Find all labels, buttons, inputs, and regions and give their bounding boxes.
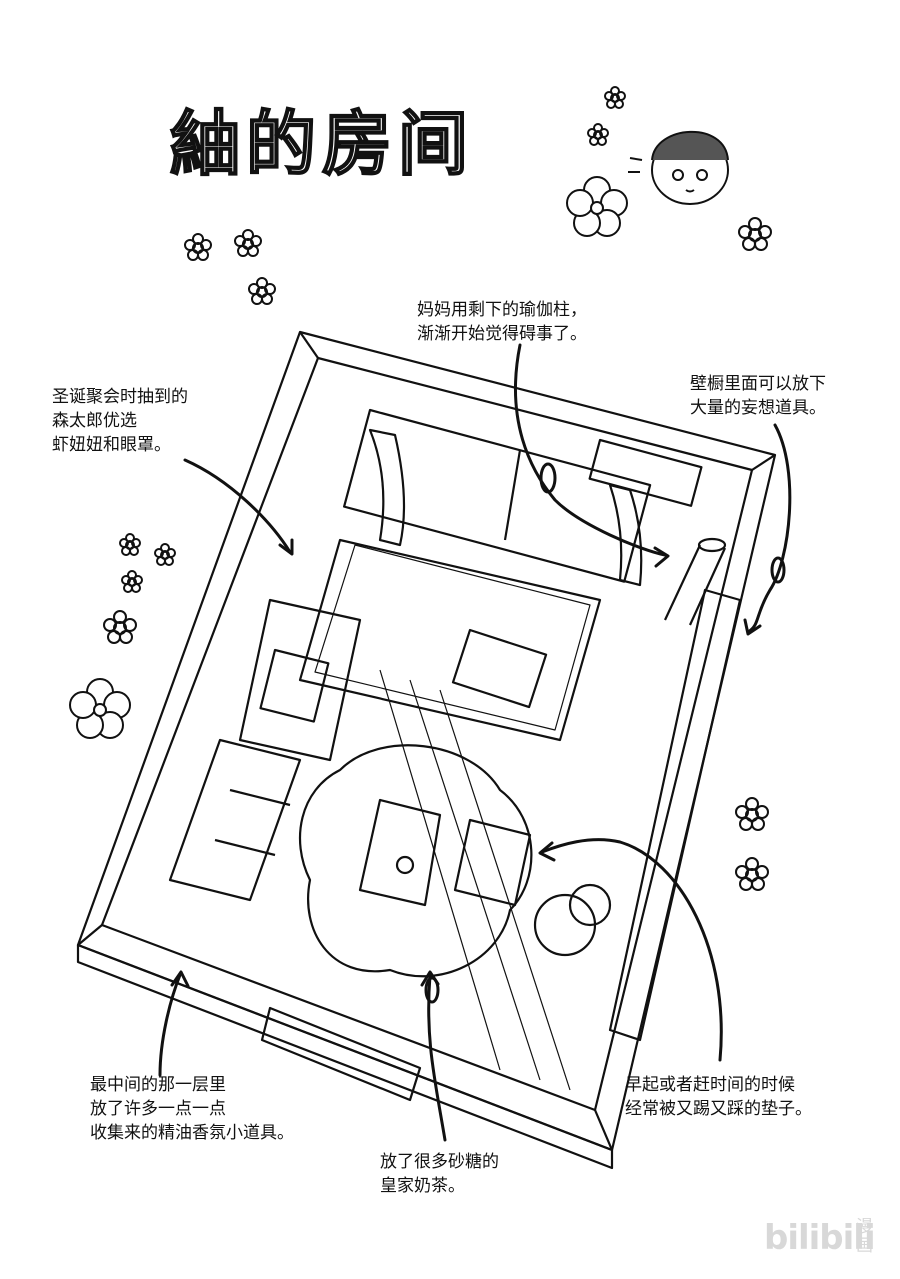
flower-icon [103, 86, 772, 891]
arrows [158, 343, 792, 1142]
annotation-line: 放了许多一点一点 [90, 1099, 226, 1119]
desk [238, 598, 362, 762]
annotation-tea: 放了很多砂糖的 皇家奶茶。 [380, 1150, 499, 1198]
door [260, 1006, 422, 1102]
annotation-closet: 壁橱里面可以放下 大量的妄想道具。 [690, 372, 826, 420]
watermark-logo: bilibili [764, 1218, 876, 1258]
annotation-line: 经常被又踢又踩的垫子。 [625, 1099, 812, 1119]
curtain-left [368, 428, 406, 547]
dotted-flower-icon [69, 176, 628, 739]
yoga-roll [664, 537, 727, 626]
annotation-line: 壁橱里面可以放下 [690, 374, 826, 394]
tea-cup-icon [395, 855, 415, 875]
fluffy-rug [298, 744, 533, 978]
bed [298, 538, 602, 742]
annotation-line: 大量的妄想道具。 [690, 398, 826, 418]
page-title: 紬的房间 [169, 102, 474, 186]
shelf [168, 738, 302, 902]
annotation-cushion: 早起或者赶时间的时候 经常被又踢又踩的垫子。 [625, 1073, 812, 1121]
window [343, 408, 703, 583]
tea-table [358, 798, 442, 907]
annotation-yoga-roll: 妈妈用剩下的瑜伽柱， 渐渐开始觉得碍事了。 [417, 298, 587, 346]
closet [608, 588, 742, 1042]
annotation-line: 皇家奶茶。 [380, 1176, 465, 1196]
floor-boards [379, 669, 571, 1091]
annotation-line: 放了很多砂糖的 [380, 1152, 499, 1172]
annotation-line: 最中间的那一层里 [90, 1075, 226, 1095]
annotation-line: 早起或者赶时间的时候 [625, 1075, 795, 1095]
annotation-prize: 圣诞聚会时抽到的 森太郎优选 虾妞妞和眼罩。 [52, 385, 188, 457]
watermark-sub: 漫画 [856, 1217, 873, 1256]
annotation-line: 森太郎优选 [52, 411, 137, 431]
plant [533, 883, 612, 957]
annotation-line: 渐渐开始觉得碍事了。 [417, 324, 587, 344]
annotation-line: 圣诞聚会时抽到的 [52, 387, 188, 407]
annotation-line: 收集来的精油香氛小道具。 [90, 1123, 294, 1143]
cushion [453, 818, 532, 907]
annotation-shelf: 最中间的那一层里 放了许多一点一点 收集来的精油香氛小道具。 [90, 1073, 294, 1145]
curtain-right [608, 483, 643, 587]
character-face-icon [628, 130, 729, 205]
annotation-line: 虾妞妞和眼罩。 [52, 435, 171, 455]
annotation-line: 妈妈用剩下的瑜伽柱， [417, 300, 587, 320]
